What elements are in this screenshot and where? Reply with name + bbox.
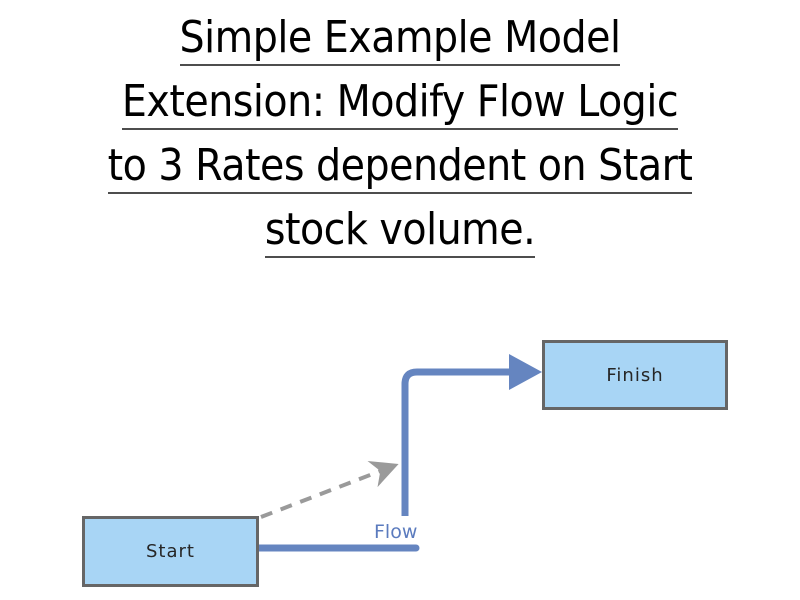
title-line-1: Simple Example Model (10, 6, 790, 70)
page-title: Simple Example Model Extension: Modify F… (10, 6, 790, 262)
flow-arrowhead-icon (509, 354, 542, 390)
dashed-connector-line (260, 460, 399, 519)
flow-segment-to-finish (401, 368, 514, 516)
flow-pipe (254, 354, 542, 552)
stock-label-start: Start (146, 541, 195, 562)
title-line-3: to 3 Rates dependent on Start (10, 134, 790, 198)
stock-box-finish[interactable]: Finish (542, 340, 728, 410)
title-line-4: stock volume. (10, 198, 790, 262)
title-line-2: Extension: Modify Flow Logic (10, 70, 790, 134)
connector-start-to-flow (260, 460, 399, 519)
stock-label-finish: Finish (606, 364, 664, 386)
stock-box-start[interactable]: Start (82, 516, 259, 587)
flow-label[interactable]: Flow (374, 521, 418, 543)
